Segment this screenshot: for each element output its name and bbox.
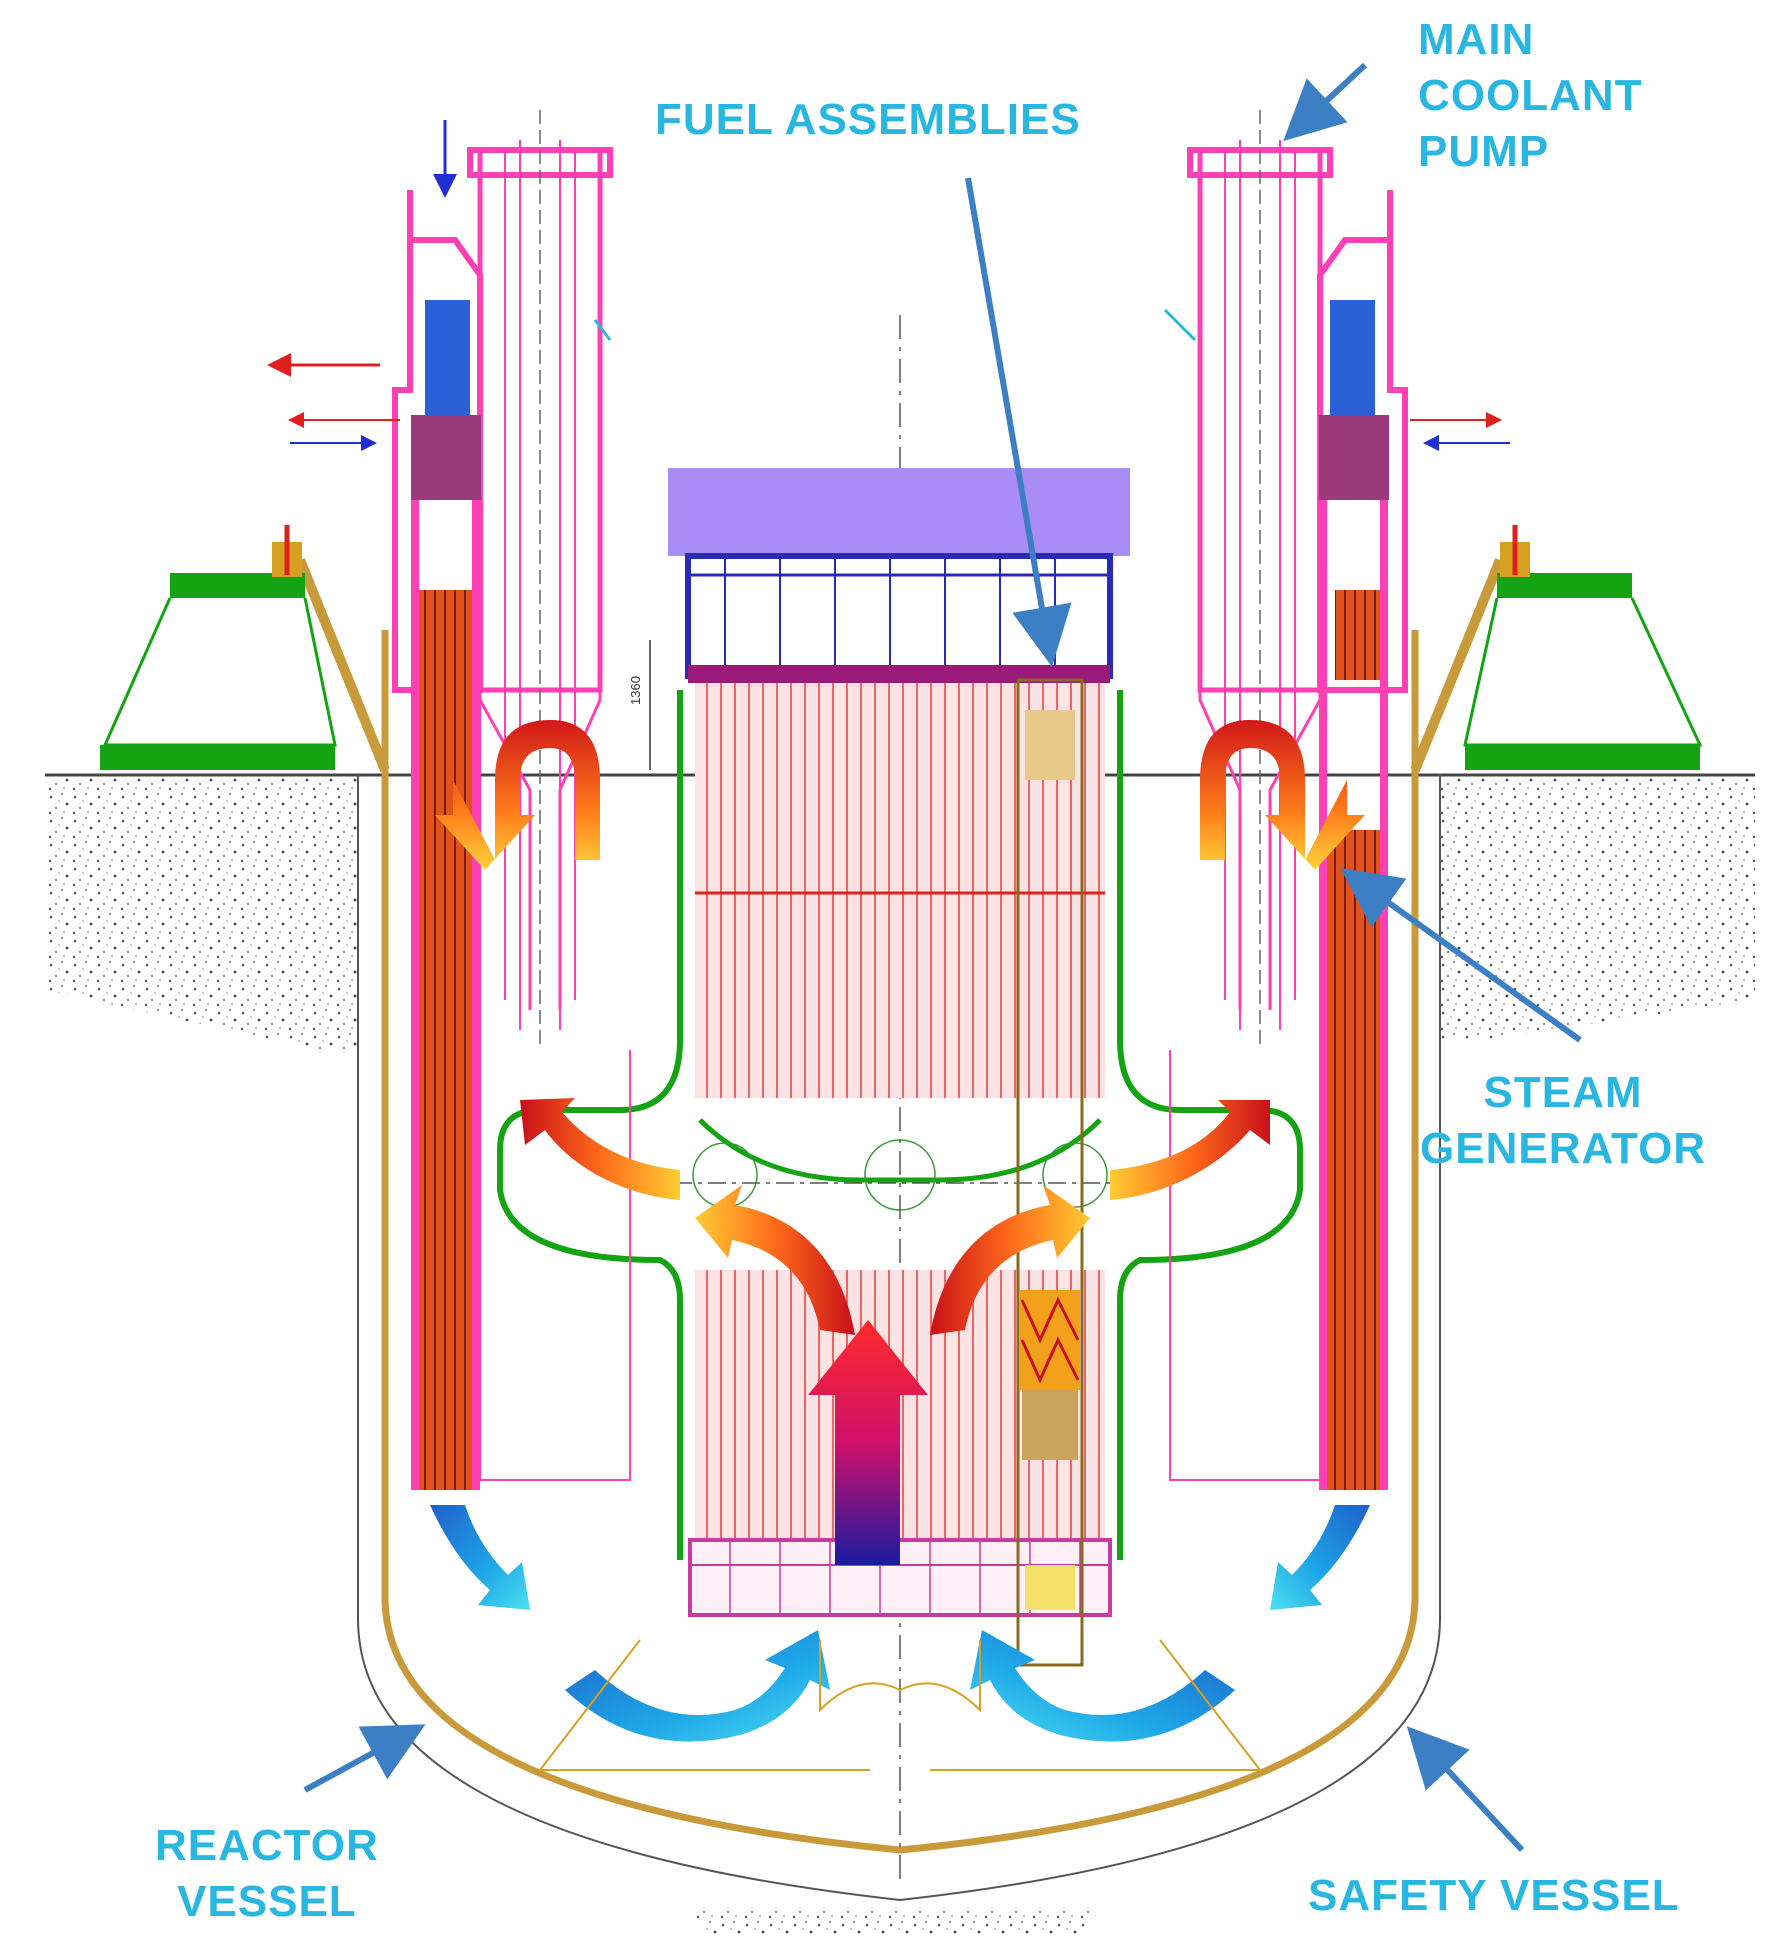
hot-flow-arrows: [435, 720, 1365, 1565]
fuel-assembly-column: [1016, 678, 1084, 1667]
support-pedestal-left: [100, 525, 337, 770]
safety-vessel-label: SAFETY VESSEL: [1308, 1871, 1680, 1920]
pump-assembly-left: [267, 110, 631, 1490]
callout-arrows: [303, 62, 1582, 1853]
cold-flow-arrows: [430, 1505, 1370, 1742]
steam-generator-label: STEAM GENERATOR: [1420, 1068, 1707, 1173]
core-barrel: [497, 690, 1303, 1560]
dimension-label: 1360: [628, 676, 643, 705]
reactor-vessel-wall: [381, 630, 1419, 1854]
ground: [45, 773, 1755, 1935]
main-coolant-pump-label: MAIN COOLANT PUMP: [1418, 15, 1643, 176]
support-pedestal-right: [1463, 525, 1703, 770]
fuel-assemblies-label: FUEL ASSEMBLIES: [655, 95, 1081, 144]
upper-plenum: [668, 468, 1130, 556]
reactor-vessel-label: REACTOR VESSEL: [155, 1821, 379, 1926]
pump-assembly-right: [1163, 110, 1510, 1490]
